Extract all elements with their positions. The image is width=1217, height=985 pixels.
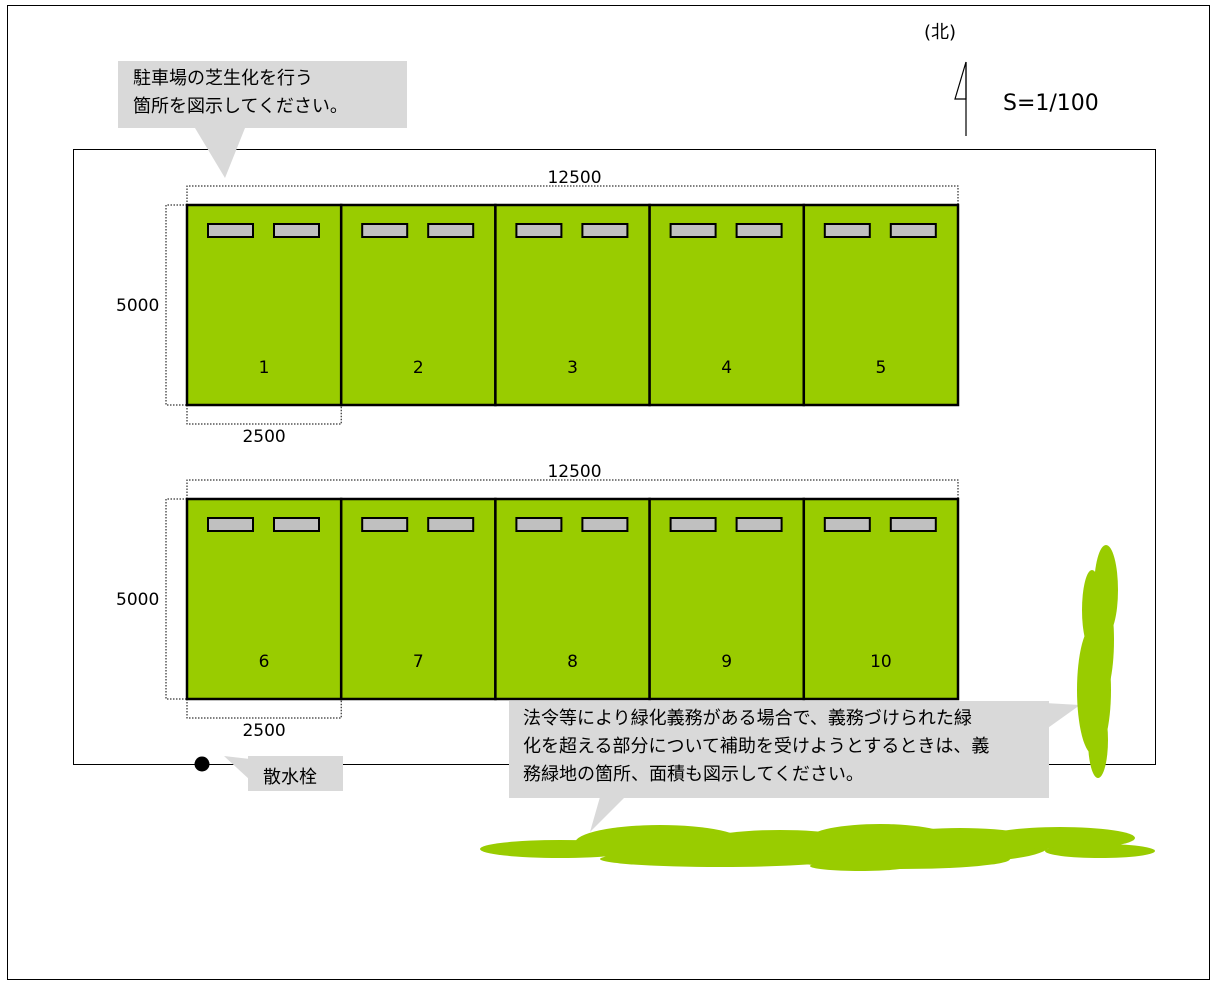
parking-stall: 8 (494, 497, 651, 701)
parking-area: 12500 5000 2500 1 2 3 4 5 12500 5000 2500 6 7 8 9 10 (116, 168, 960, 741)
green-callout-line: 化を超える部分について補助を受けようとするときは、義 (523, 736, 990, 757)
hydrant-callout (194, 756, 343, 791)
parking-stall: 10 (802, 497, 960, 701)
hydrant-label: 散水栓 (263, 767, 317, 788)
callout-box (248, 756, 343, 791)
lawn-area (802, 203, 960, 407)
wheel-stop (361, 517, 409, 532)
depth-dimension-line (165, 498, 187, 700)
stall-width-dimension-label: 2500 (242, 721, 285, 741)
stall-width-dimension-line (186, 405, 342, 425)
width-dimension-line (186, 185, 959, 205)
lawn-area (494, 203, 651, 407)
wheel-stop (515, 223, 563, 238)
parking-stall: 5 (802, 203, 960, 407)
wheel-stop (581, 517, 629, 532)
parking-stall: 9 (648, 497, 806, 701)
parking-stall: 4 (648, 203, 806, 407)
width-dimension-line (186, 479, 959, 499)
water-hydrant-icon (194, 756, 210, 772)
lawn-area (339, 497, 497, 701)
green-callout-text: 法令等により緑化義務がある場合で、義務づけられた緑 化を超える部分について補助を… (523, 705, 989, 789)
parking-stall: 1 (185, 203, 343, 407)
width-dimension-label: 12500 (547, 168, 601, 188)
stall-width-dimension-label: 2500 (242, 427, 285, 447)
lawn-area (185, 497, 343, 701)
parking-stall: 3 (494, 203, 651, 407)
lawn-area (494, 497, 651, 701)
wheel-stop (207, 517, 254, 532)
stall-number: 2 (413, 358, 424, 378)
green-callout-line: 務緑地の箇所、面積も図示してください。 (523, 764, 864, 785)
scale-label: S=1/100 (1003, 91, 1099, 116)
lawn-callout-line: 駐車場の芝生化を行う (133, 68, 313, 89)
wheel-stop (735, 517, 783, 532)
wheel-stop (889, 223, 937, 238)
north-arrow-icon (954, 61, 967, 136)
green-callout-line: 法令等により緑化義務がある場合で、義務づけられた緑 (523, 708, 972, 729)
lawn-area (648, 497, 806, 701)
parking-stall: 7 (339, 497, 497, 701)
stall-number: 7 (413, 652, 424, 672)
wheel-stop (273, 517, 320, 532)
wheel-stop (515, 517, 563, 532)
lawn-area (648, 203, 806, 407)
lawn-callout-text: 駐車場の芝生化を行う 箇所を図示してください。 (133, 65, 348, 121)
wheel-stop (581, 223, 629, 238)
north-label: (北) (924, 22, 957, 43)
stall-number: 6 (259, 652, 270, 672)
callout-tail (590, 797, 625, 832)
stall-number: 1 (259, 358, 270, 378)
stall-number: 5 (875, 358, 886, 378)
lawn-area (802, 497, 960, 701)
wheel-stop (823, 517, 871, 532)
parking-stall: 6 (185, 497, 343, 701)
stall-number: 8 (567, 652, 578, 672)
width-dimension-label: 12500 (547, 462, 601, 482)
callout-box (118, 61, 407, 128)
callout-tail (224, 756, 250, 780)
wheel-stop (427, 223, 475, 238)
callout-box (509, 701, 1049, 798)
stall-number: 3 (567, 358, 578, 378)
wheel-stop (669, 517, 717, 532)
green-obligation-callout (509, 701, 1080, 832)
callout-tail (1045, 703, 1080, 730)
stall-number: 9 (721, 652, 732, 672)
parking-row: 12500 5000 2500 1 2 3 4 5 (116, 168, 960, 447)
depth-dimension-label: 5000 (116, 590, 159, 610)
stall-number: 4 (721, 358, 732, 378)
outer-frame (7, 5, 1210, 980)
depth-dimension-line (165, 204, 187, 406)
green-area-right (1077, 545, 1118, 778)
stall-width-dimension-line (186, 699, 342, 719)
wheel-stop (273, 223, 320, 238)
lawn-area (339, 203, 497, 407)
stall-number: 10 (870, 652, 892, 672)
callout-tail (195, 128, 245, 178)
wheel-stop (207, 223, 254, 238)
parking-row: 12500 5000 2500 6 7 8 9 10 (116, 462, 960, 741)
wheel-stop (889, 517, 937, 532)
wheel-stop (361, 223, 409, 238)
wheel-stop (823, 223, 871, 238)
wheel-stop (427, 517, 475, 532)
depth-dimension-label: 5000 (116, 296, 159, 316)
lawn-callout-line: 箇所を図示してください。 (133, 96, 348, 117)
parking-stall: 2 (339, 203, 497, 407)
wheel-stop (735, 223, 783, 238)
lawn-callout (118, 61, 407, 178)
green-area-bottom (480, 824, 1155, 871)
wheel-stop (669, 223, 717, 238)
